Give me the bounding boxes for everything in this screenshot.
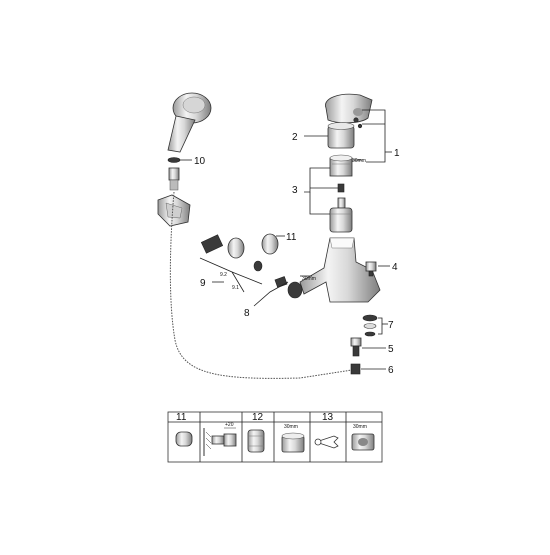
callout-6: 6 — [388, 365, 394, 376]
callout-9: 9 — [200, 278, 206, 289]
table-cartridge-illustration — [281, 432, 305, 453]
cartridge-stem-small — [337, 183, 345, 193]
table-wrench-size: 30mm — [284, 424, 298, 430]
bracket-7 — [378, 317, 383, 335]
callout-7: 7 — [388, 320, 394, 331]
table-nut-size: 30mm — [353, 424, 367, 430]
callout-4: 4 — [392, 262, 398, 273]
callout-2: 2 — [292, 132, 298, 143]
handle-sleeve — [327, 122, 355, 149]
hand-shower — [167, 92, 212, 153]
dim-9-1: 9.1 — [232, 285, 239, 291]
outlet-valve — [350, 337, 362, 357]
dim-cartridge-nut: 30mm — [352, 158, 366, 164]
callout-11: 11 — [286, 232, 297, 243]
table-extension-illustration — [203, 427, 237, 456]
bracket-3-top — [304, 167, 330, 193]
dim-9-2: 9.2 — [220, 272, 227, 278]
table-depth: +20 — [225, 422, 234, 428]
diverter-knob — [365, 261, 377, 277]
table-sleeve-illustration — [247, 429, 265, 453]
table-wrench-illustration — [314, 435, 339, 449]
shower-hose — [169, 191, 353, 379]
leader-8 — [253, 281, 289, 307]
union-washer — [253, 260, 263, 272]
table-nut-illustration — [351, 433, 375, 451]
callout-1: 1 — [394, 148, 400, 159]
cartridge-nut — [329, 154, 353, 177]
wall-flange — [261, 233, 279, 255]
wall-holder — [157, 194, 191, 227]
lever-handle — [325, 93, 373, 124]
callout-8: 8 — [244, 308, 250, 319]
bracket-3-bot — [309, 192, 330, 215]
table-header-12: 12 — [252, 412, 264, 423]
callout-5: 5 — [388, 344, 394, 355]
mixer-body — [299, 237, 381, 303]
s-union — [200, 234, 245, 259]
callout-10: 10 — [194, 156, 206, 167]
table-header-11: 11 — [176, 412, 187, 423]
cartridge-body — [329, 197, 353, 233]
spout-seals — [362, 314, 378, 337]
table-flange-illustration — [175, 431, 193, 447]
outlet-nipple — [350, 363, 361, 375]
hose-connector — [168, 167, 180, 191]
spare-parts-table — [167, 411, 383, 463]
table-header-13: 13 — [322, 412, 334, 423]
callout-3: 3 — [292, 185, 298, 196]
lever-screw-parts — [353, 117, 363, 129]
bracket-1 — [362, 109, 386, 163]
shower-washer — [167, 157, 181, 163]
union-nut — [274, 276, 303, 299]
dim-nut-8: 30mm — [302, 276, 316, 282]
dim-9-1-line — [231, 271, 263, 285]
